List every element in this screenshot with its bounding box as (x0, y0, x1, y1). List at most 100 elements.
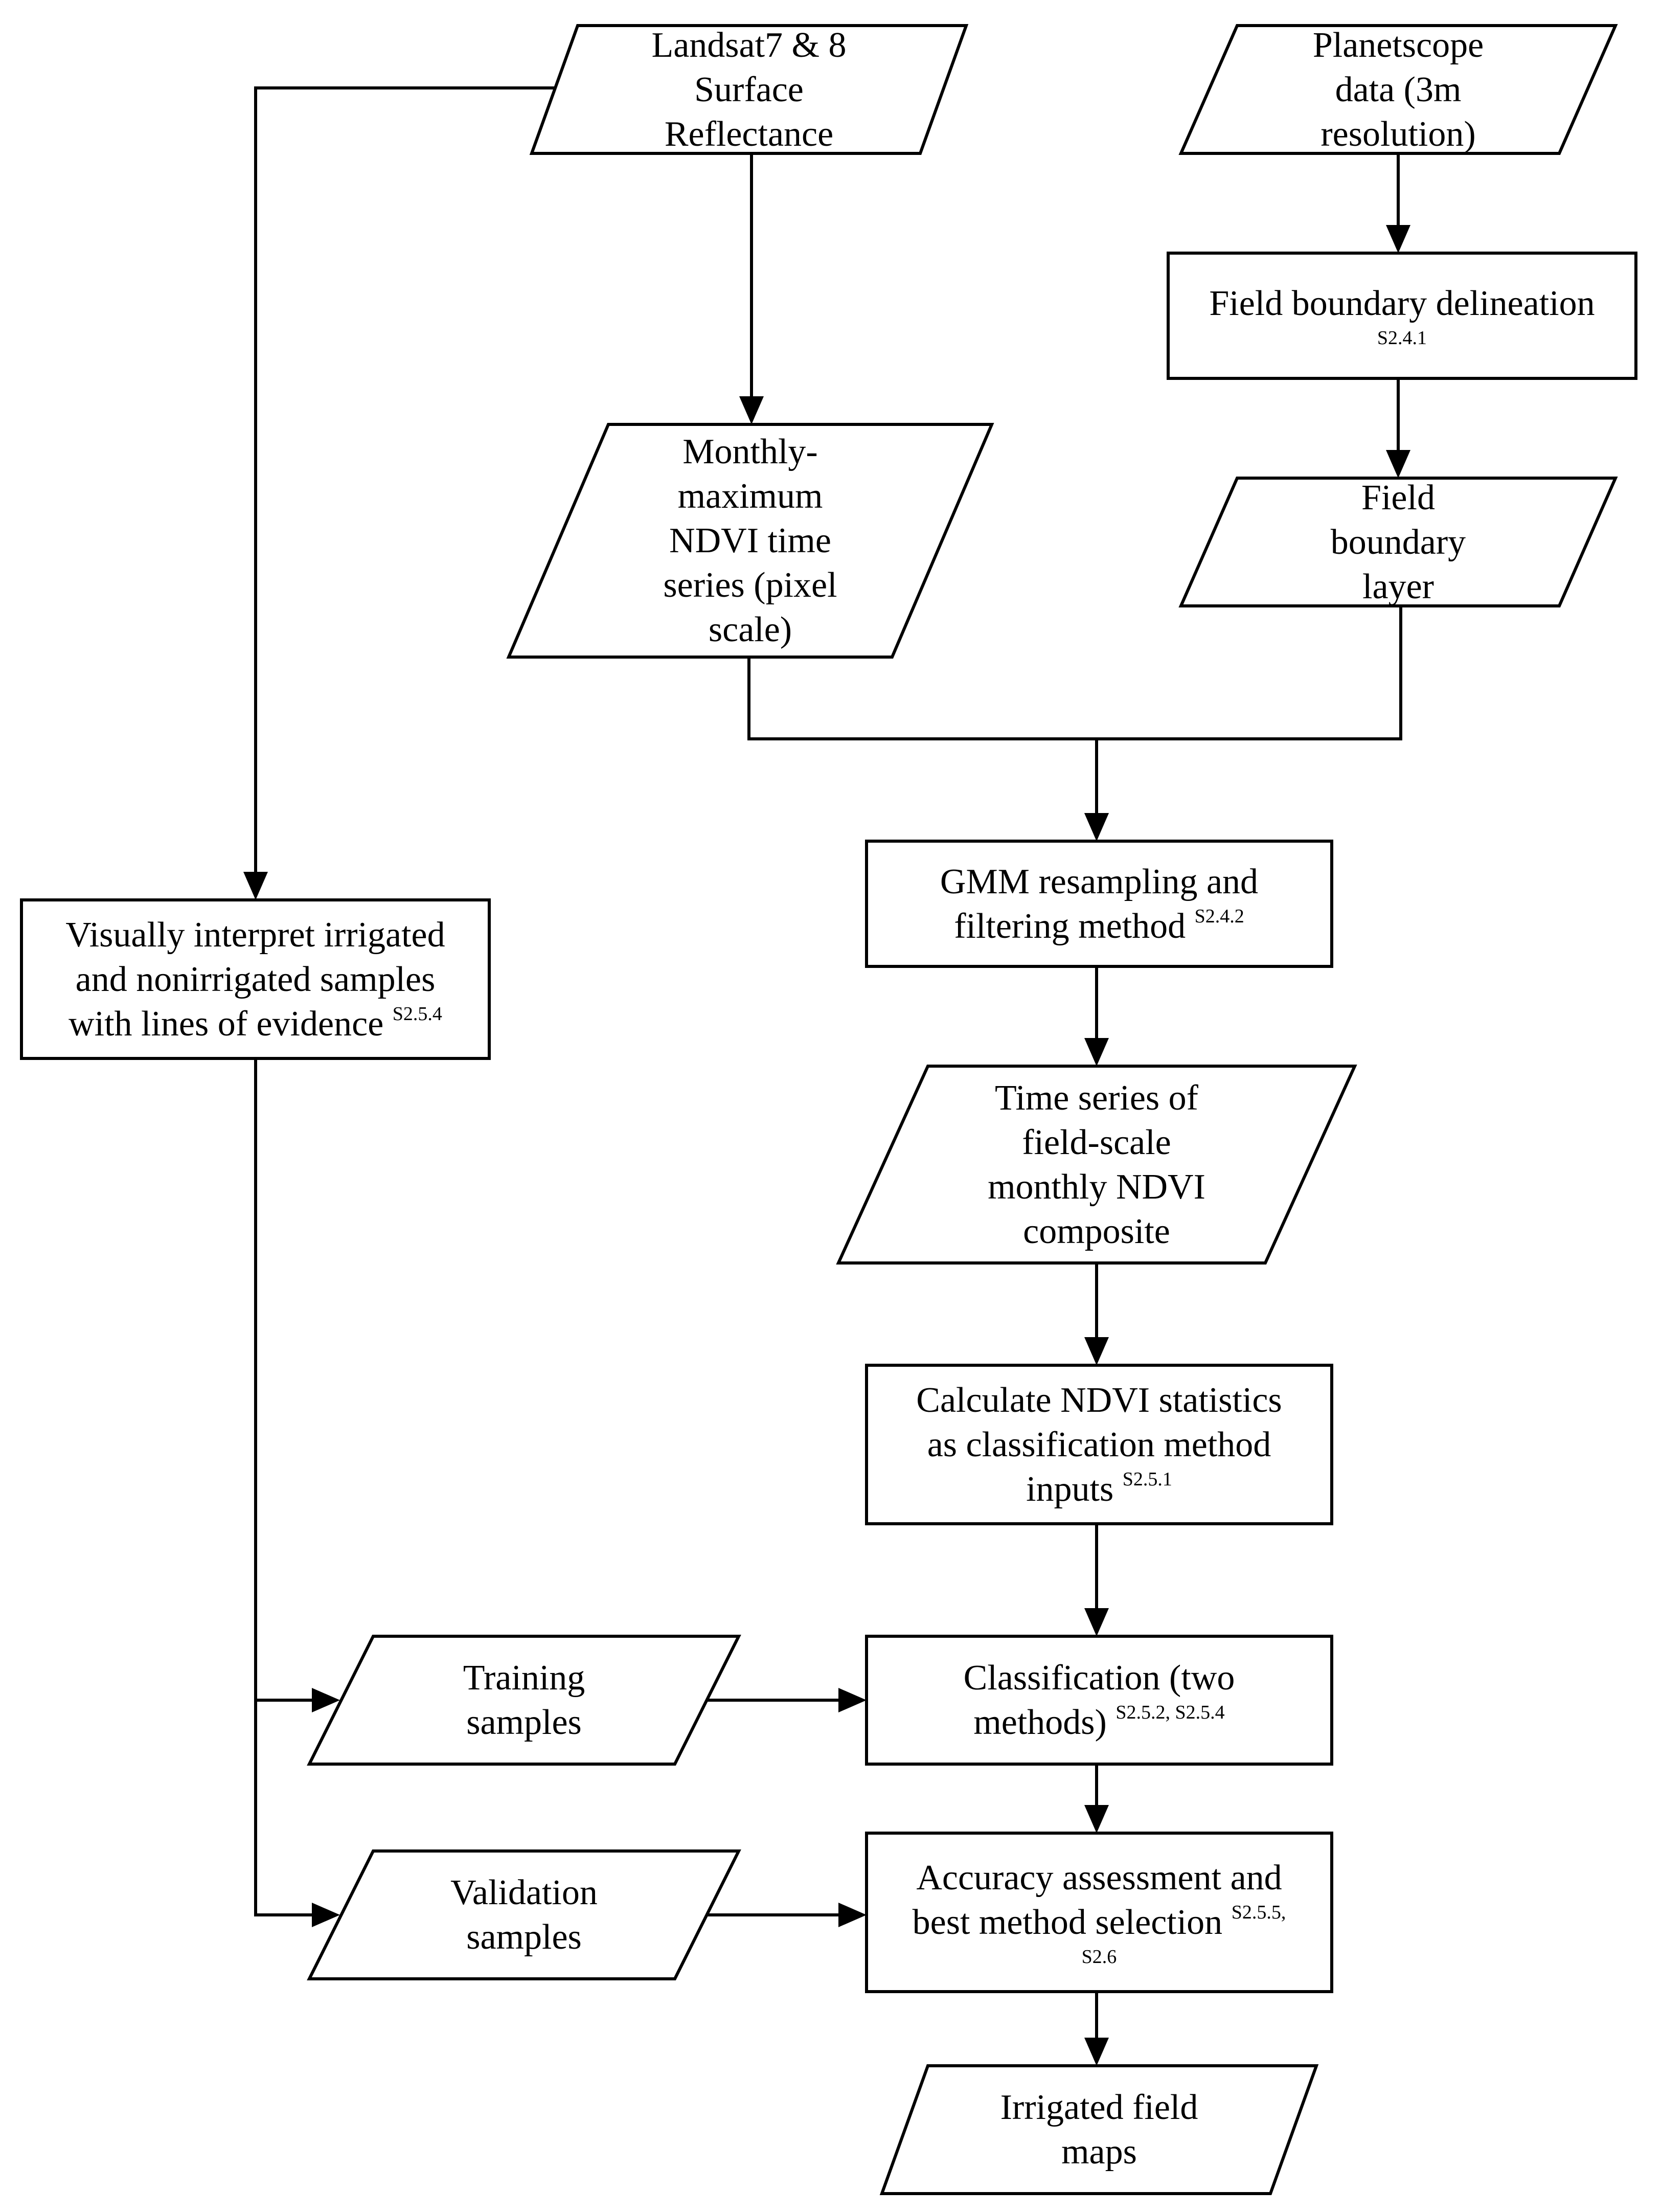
label-line: resolution) (1321, 114, 1476, 154)
edge-field_boundary_layer-to-gmm (1084, 606, 1402, 841)
label-line: Landsat7 & 8 (651, 25, 847, 65)
edge-time_series_field_scale-to-ndvi_statistics (1084, 1263, 1109, 1365)
section-reference: S2.4.1 (1377, 327, 1427, 349)
label-line: data (3m (1335, 70, 1462, 109)
edge-accuracy_assessment-to-irrigated_field_maps (1084, 1992, 1109, 2066)
arrowhead (312, 1688, 340, 1712)
label-line: Surface (694, 70, 804, 109)
label-line: monthly NDVI (988, 1167, 1205, 1207)
arrowhead (838, 1903, 867, 1927)
arrowhead (1084, 1337, 1109, 1365)
label-line: Field (1361, 478, 1435, 517)
edge-visual_interpretation-to-validation_samples (254, 1700, 340, 1927)
label-line: Calculate NDVI statistics (916, 1380, 1282, 1420)
arrowhead (838, 1688, 867, 1712)
edge-planetscope-to-field_boundary_delineation (1386, 153, 1410, 253)
label-line: methods) S2.5.2, S2.5.4 (973, 1702, 1225, 1742)
edge-classification-to-accuracy_assessment (1084, 1764, 1109, 1833)
label-line: NDVI time (669, 521, 831, 560)
section-reference: S2.5.1 (1122, 1468, 1172, 1490)
node-gmm-shape (865, 840, 1333, 968)
node-gmm-label: GMM resampling and filtering method S2.4.… (872, 841, 1327, 966)
arrowhead (312, 1903, 340, 1927)
label-line: Planetscope (1312, 25, 1484, 65)
edge-training_samples-to-classification (705, 1688, 867, 1712)
label-line: samples (466, 1703, 582, 1742)
label-line: scale) (708, 610, 792, 649)
arrowhead (1386, 450, 1410, 478)
label-line: series (pixel (663, 566, 837, 605)
label-line: boundary (1330, 522, 1466, 562)
label-line: maximum (677, 477, 823, 516)
edge-ndvi_statistics-to-classification (1084, 1524, 1109, 1636)
edge-validation_samples-to-accuracy_assessment (705, 1903, 867, 1927)
label-line: Field boundary delineation (1209, 284, 1595, 323)
edge-field_boundary_delineation-to-field_boundary_layer (1386, 378, 1410, 478)
node-landsat-shape (529, 24, 969, 155)
arrowhead (243, 872, 268, 900)
label-line: Reflectance (664, 114, 834, 154)
node-training-samples-shape (307, 1635, 741, 1766)
label-line: and nonirrigated samples (75, 959, 436, 999)
node-irrigated-field-maps-label: Irrigated field maps (925, 2066, 1273, 2194)
label-line: Accuracy assessment and (916, 1858, 1282, 1898)
node-planetscope-shape (1178, 24, 1618, 155)
label-line: Visually interpret irrigated (65, 915, 445, 955)
label-line: composite (1023, 1211, 1170, 1251)
section-reference: S2.5.4 (392, 1003, 442, 1025)
node-monthly-maximum-ndvi-shape (506, 423, 994, 659)
edge-gmm-to-time_series_field_scale (1084, 966, 1109, 1066)
section-reference-continued: S2.6 (1081, 1946, 1117, 1968)
arrowhead (1084, 1608, 1109, 1636)
edge-visual_interpretation-to-training_samples (254, 1058, 340, 1712)
node-field-boundary-layer-shape (1178, 477, 1618, 607)
label-line: GMM resampling and (940, 862, 1259, 901)
node-accuracy-assessment-shape (865, 1832, 1333, 1993)
arrowhead (1084, 813, 1109, 841)
arrowhead (1084, 2038, 1109, 2066)
arrowhead (1084, 1805, 1109, 1833)
node-time-series-field-scale-shape (836, 1065, 1357, 1265)
section-reference: S2.5.2, S2.5.4 (1115, 1702, 1225, 1723)
node-ndvi-statistics-shape (865, 1364, 1333, 1525)
arrowhead (739, 396, 764, 424)
label-line: filtering method S2.4.2 (954, 905, 1244, 946)
label-line: samples (466, 1917, 582, 1957)
node-classification-shape (865, 1635, 1333, 1766)
edge-landsat-to-monthly_maximum_ndvi (739, 153, 764, 424)
node-visual-interpretation-shape (20, 898, 491, 1060)
label-line: with lines of evidence S2.5.4 (69, 1003, 442, 1044)
label-line: Irrigated field (1000, 2088, 1198, 2127)
label-line: field-scale (1022, 1122, 1171, 1162)
node-training-samples-label: Training samples (362, 1636, 687, 1764)
label-line: Training (463, 1658, 585, 1698)
edge-monthly_maximum_ndvi-to-gmm (747, 657, 1109, 841)
node-planetscope-label: Planetscope data (3m resolution) (1230, 25, 1567, 154)
section-reference: S2.5.5, (1231, 1902, 1286, 1923)
label-line: inputs S2.5.1 (1026, 1468, 1172, 1509)
label-line: Validation (450, 1873, 598, 1912)
edge-landsat-to-visual_interpretation (243, 86, 565, 900)
node-validation-samples-shape (307, 1849, 741, 1980)
node-irrigated-field-maps-shape (879, 2064, 1319, 2195)
arrowhead (1386, 225, 1410, 253)
label-line: best method selection S2.5.5, (912, 1902, 1286, 1942)
node-ndvi-statistics-label: Calculate NDVI statistics as classificati… (872, 1365, 1327, 1524)
node-validation-samples-label: Validation samples (362, 1851, 687, 1979)
label-line: Monthly- (682, 432, 818, 471)
label-line: maps (1061, 2132, 1137, 2172)
label-line: as classification method (927, 1425, 1271, 1464)
section-reference: S2.4.2 (1194, 905, 1244, 927)
arrowhead (1084, 1038, 1109, 1066)
label-line: Classification (two (963, 1658, 1235, 1698)
label-line: Time series of (995, 1078, 1198, 1118)
